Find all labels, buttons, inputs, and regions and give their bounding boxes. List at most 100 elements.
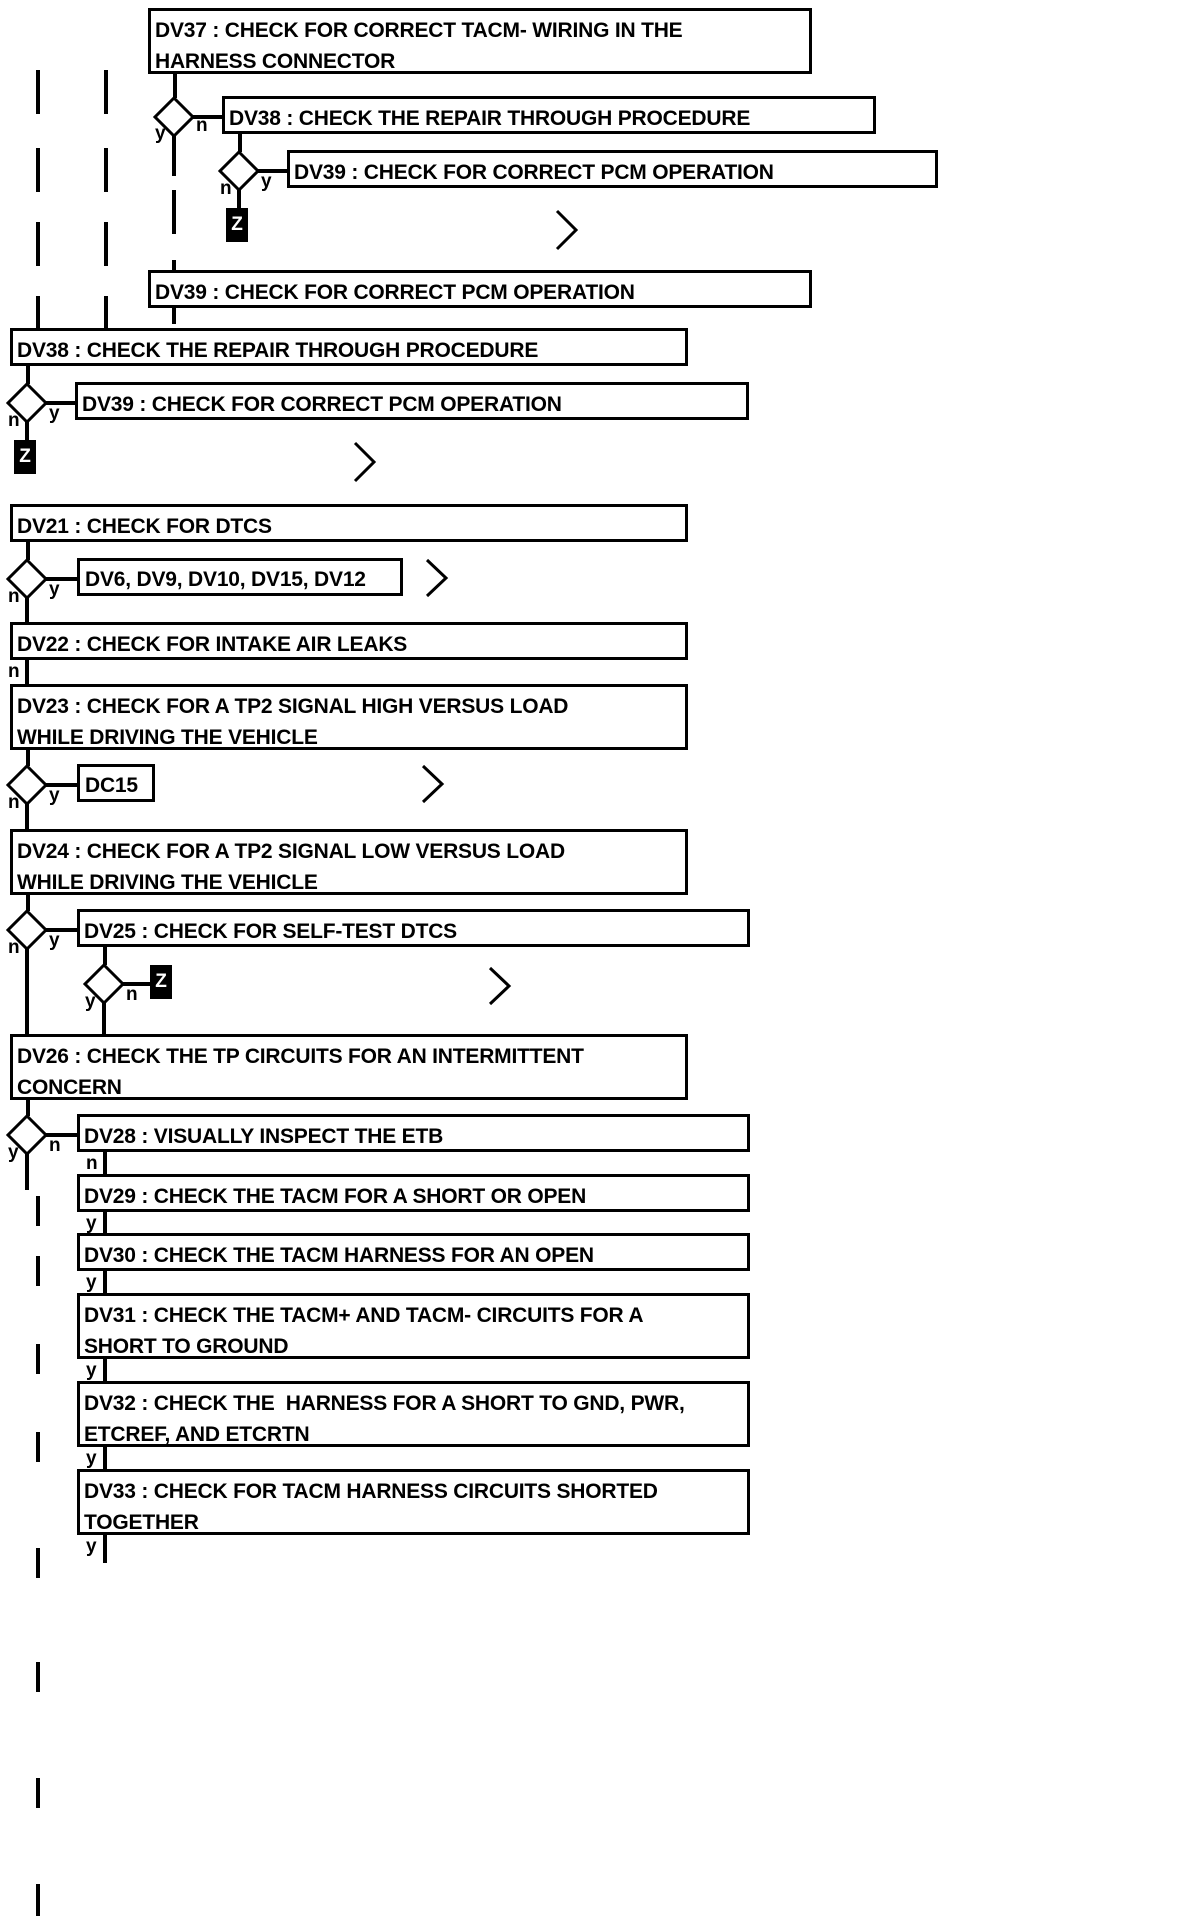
terminator-z-2[interactable]: Z xyxy=(14,440,36,474)
process-box-dc15[interactable]: DC15 xyxy=(77,764,155,802)
branch-label-yes: y xyxy=(155,123,166,144)
branch-label-yes: y xyxy=(86,1213,97,1234)
dashed-continuation-line xyxy=(104,222,108,266)
page-continuation-chevron xyxy=(424,557,450,599)
process-box-dv-list[interactable]: DV6, DV9, DV10, DV15, DV12 xyxy=(77,558,403,596)
dashed-continuation-line xyxy=(36,1432,40,1462)
decision-diamond-dv38-a[interactable] xyxy=(218,150,260,192)
branch-label-yes: y xyxy=(49,930,60,951)
branch-label-yes: y xyxy=(49,403,60,424)
edge-dv33-down xyxy=(103,1535,107,1563)
edge-dv38a-to-d2 xyxy=(238,134,242,152)
dashed-continuation-line xyxy=(36,296,40,328)
edge-dv21-to-d4 xyxy=(26,542,30,560)
dashed-continuation-line xyxy=(104,296,108,328)
edge-dv38b-to-d3 xyxy=(26,366,30,384)
edge-d8-yes-down xyxy=(25,1154,29,1190)
branch-label-no: n xyxy=(8,661,20,682)
page-continuation-chevron xyxy=(554,208,580,252)
process-box-dv23[interactable]: DV23 : CHECK FOR A TP2 SIGNAL HIGH VERSU… xyxy=(10,684,688,750)
page-continuation-chevron xyxy=(420,763,446,805)
branch-label-yes: y xyxy=(86,1448,97,1469)
process-box-dv31[interactable]: DV31 : CHECK THE TACM+ AND TACM- CIRCUIT… xyxy=(77,1293,750,1359)
process-box-dv38-a[interactable]: DV38 : CHECK THE REPAIR THROUGH PROCEDUR… xyxy=(222,96,876,134)
edge-dv25-to-d7 xyxy=(103,947,107,965)
edge-d1-yes-down xyxy=(172,136,176,176)
terminator-z-3[interactable]: Z xyxy=(150,965,172,999)
edge-dv32-to-dv33 xyxy=(103,1447,107,1473)
branch-label-yes: y xyxy=(49,785,60,806)
process-box-dv25[interactable]: DV25 : CHECK FOR SELF-TEST DTCS xyxy=(77,909,750,947)
edge-dv30-to-dv31 xyxy=(103,1271,107,1297)
edge-dv24-to-d6 xyxy=(26,895,30,911)
process-box-dv38-b[interactable]: DV38 : CHECK THE REPAIR THROUGH PROCEDUR… xyxy=(10,328,688,366)
branch-label-yes: y xyxy=(8,1142,19,1163)
dashed-continuation-line xyxy=(36,1884,40,1916)
dashed-continuation-line xyxy=(36,1548,40,1578)
branch-label-yes: y xyxy=(86,1272,97,1293)
process-box-dv26[interactable]: DV26 : CHECK THE TP CIRCUITS FOR AN INTE… xyxy=(10,1034,688,1100)
dashed-continuation-line xyxy=(36,1344,40,1374)
dashed-continuation-line xyxy=(36,1778,40,1808)
edge-dv37-to-d1 xyxy=(173,74,177,98)
branch-label-no: n xyxy=(8,410,20,431)
process-box-dv28[interactable]: DV28 : VISUALLY INSPECT THE ETB xyxy=(77,1114,750,1152)
edge-dv29-to-dv30 xyxy=(103,1212,107,1238)
terminator-z-label: Z xyxy=(19,446,31,467)
page-continuation-chevron xyxy=(352,440,378,484)
terminator-z-label: Z xyxy=(155,971,167,992)
branch-label-yes: y xyxy=(85,991,96,1012)
edge-d7-yes-down xyxy=(102,1003,106,1037)
branch-label-no: n xyxy=(8,792,20,813)
dashed-continuation-line xyxy=(172,190,176,234)
process-box-dv30[interactable]: DV30 : CHECK THE TACM HARNESS FOR AN OPE… xyxy=(77,1233,750,1271)
edge-d5-yes-to-dc15 xyxy=(46,783,78,787)
process-box-dv39-b[interactable]: DV39 : CHECK FOR CORRECT PCM OPERATION xyxy=(148,270,812,308)
branch-label-yes: y xyxy=(86,1360,97,1381)
process-box-dv39-c[interactable]: DV39 : CHECK FOR CORRECT PCM OPERATION xyxy=(75,382,749,420)
edge-dv22-to-dv23 xyxy=(25,660,29,686)
process-box-dv21[interactable]: DV21 : CHECK FOR DTCS xyxy=(10,504,688,542)
decision-diamond-dv21[interactable] xyxy=(6,558,48,600)
decision-diamond-dv23[interactable] xyxy=(6,764,48,806)
dashed-continuation-line xyxy=(36,1256,40,1286)
process-box-dv39-a[interactable]: DV39 : CHECK FOR CORRECT PCM OPERATION xyxy=(287,150,938,188)
process-box-dv33[interactable]: DV33 : CHECK FOR TACM HARNESS CIRCUITS S… xyxy=(77,1469,750,1535)
decision-diamond-dv25[interactable] xyxy=(83,963,125,1005)
branch-label-no: n xyxy=(8,586,20,607)
branch-label-yes: y xyxy=(261,171,272,192)
process-box-dv37[interactable]: DV37 : CHECK FOR CORRECT TACM- WIRING IN… xyxy=(148,8,812,74)
dashed-continuation-line xyxy=(36,1196,40,1226)
process-box-dv32[interactable]: DV32 : CHECK THE HARNESS FOR A SHORT TO … xyxy=(77,1381,750,1447)
edge-d3-no-down xyxy=(25,422,29,444)
decision-diamond-dv38-b[interactable] xyxy=(6,382,48,424)
decision-diamond-dv37[interactable] xyxy=(153,96,195,138)
page-continuation-chevron xyxy=(487,965,513,1007)
edge-d2-no-down xyxy=(237,190,241,212)
process-box-dv24[interactable]: DV24 : CHECK FOR A TP2 SIGNAL LOW VERSUS… xyxy=(10,829,688,895)
edge-d4-no-down xyxy=(25,598,29,622)
edge-d4-yes-to-dvlist xyxy=(46,577,78,581)
edge-dv26-to-d8 xyxy=(26,1100,30,1116)
edge-dv31-to-dv32 xyxy=(103,1359,107,1385)
decision-diamond-dv24[interactable] xyxy=(6,909,48,951)
dashed-continuation-line xyxy=(36,222,40,266)
edge-d3-yes-to-dv39c xyxy=(46,401,78,405)
decision-diamond-dv26[interactable] xyxy=(6,1114,48,1156)
edge-d2-yes-to-dv39a xyxy=(258,169,290,173)
dashed-continuation-line xyxy=(104,70,108,114)
edge-d8-no-to-dv28 xyxy=(46,1133,78,1137)
branch-label-no: n xyxy=(196,115,208,136)
branch-label-no: n xyxy=(126,984,138,1005)
dashed-continuation-line xyxy=(104,148,108,192)
process-box-dv22[interactable]: DV22 : CHECK FOR INTAKE AIR LEAKS xyxy=(10,622,688,660)
branch-label-no: n xyxy=(8,937,20,958)
dashed-continuation-line xyxy=(36,1662,40,1692)
branch-label-yes: y xyxy=(49,579,60,600)
process-box-dv29[interactable]: DV29 : CHECK THE TACM FOR A SHORT OR OPE… xyxy=(77,1174,750,1212)
terminator-z-1[interactable]: Z xyxy=(226,208,248,242)
branch-label-no: n xyxy=(49,1135,61,1156)
branch-label-yes: y xyxy=(86,1536,97,1557)
edge-d7-no-to-z3 xyxy=(123,982,151,986)
